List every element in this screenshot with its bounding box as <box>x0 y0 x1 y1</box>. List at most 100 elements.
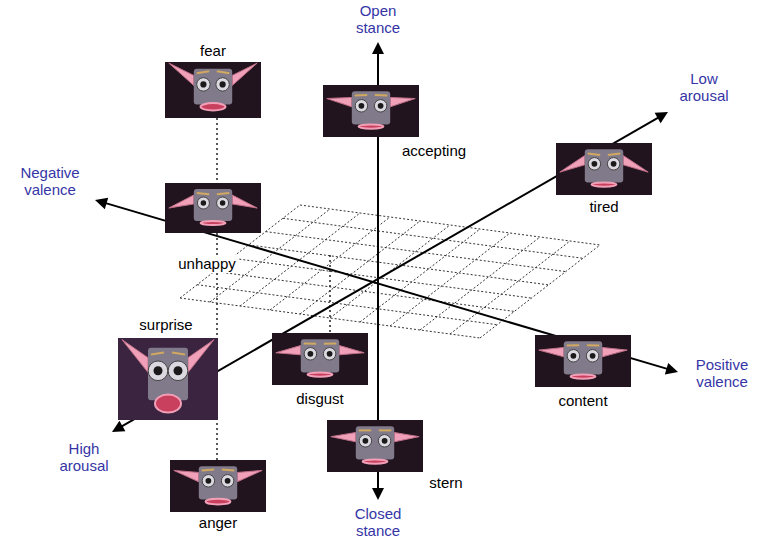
robot-lips <box>201 103 226 110</box>
robot-ear <box>276 345 301 354</box>
robot-pupil <box>327 351 333 357</box>
grid-line <box>266 232 566 272</box>
grid-line <box>450 241 570 334</box>
robot-eyebrow <box>588 153 600 155</box>
robot-lips <box>571 375 596 379</box>
face-ground <box>165 183 261 233</box>
grid-line <box>214 271 514 311</box>
face-ground <box>170 460 266 512</box>
robot-ear <box>188 340 214 373</box>
emotion-label: fear <box>198 42 228 60</box>
robot-eye <box>304 348 316 360</box>
robot-eyebrow <box>217 71 229 73</box>
robot-eyebrow <box>355 94 367 96</box>
robot-pupil <box>206 478 212 484</box>
robot-pupil <box>200 81 206 87</box>
arrowhead <box>95 198 108 210</box>
emotion-face: tired <box>556 143 652 195</box>
robot-eyebrow <box>172 352 185 354</box>
face-illustration <box>327 420 423 472</box>
emotion-face: anger <box>170 460 266 512</box>
emotion-face: surprise <box>118 338 218 420</box>
robot-head <box>585 149 623 182</box>
robot-lips <box>359 125 384 129</box>
robot-eye <box>168 361 188 381</box>
emotion-label: unhappy <box>176 255 238 273</box>
robot-pupil <box>571 353 577 359</box>
robot-pupil <box>220 81 226 87</box>
face-ground <box>323 85 419 137</box>
arrowhead <box>655 112 668 123</box>
face-illustration <box>272 333 368 385</box>
robot-pupil <box>611 161 617 167</box>
robot-pupil <box>201 200 207 206</box>
emotion-label: content <box>556 392 609 410</box>
axis-label: Low arousal <box>669 70 739 104</box>
robot-head <box>194 69 232 105</box>
grid-line <box>283 218 583 258</box>
robot-ear <box>339 345 364 354</box>
face-illustration <box>165 62 261 118</box>
robot-pupil <box>378 103 384 109</box>
robot-eyebrow <box>217 193 229 194</box>
axis-label: Negative valence <box>7 164 93 198</box>
robot-lips <box>201 221 226 225</box>
robot-ear <box>390 97 415 106</box>
emotion-face: accepting <box>323 85 419 137</box>
robot-eyebrow <box>324 342 336 344</box>
robot-pupil <box>592 161 598 167</box>
emotion-face: disgust <box>272 333 368 385</box>
robot-ear <box>169 195 194 208</box>
robot-lips <box>155 395 181 413</box>
arrowhead <box>112 421 125 432</box>
robot-head <box>356 426 394 459</box>
robot-head <box>301 339 339 372</box>
robot-lips <box>363 460 388 464</box>
emotion-label: stern <box>427 474 464 492</box>
robot-eyebrow <box>608 153 620 155</box>
face-ground <box>165 62 261 118</box>
robot-lips <box>308 373 333 377</box>
robot-eye <box>202 475 214 487</box>
robot-eye <box>588 158 600 170</box>
robot-pupil <box>173 366 182 375</box>
axis-label: Positive valence <box>684 356 760 390</box>
robot-head <box>564 341 602 374</box>
face-illustration <box>556 143 652 195</box>
axis-label: Open stance <box>343 2 413 36</box>
axis-label: High arousal <box>49 440 119 474</box>
robot-eyebrow <box>151 352 164 354</box>
face-ground <box>327 420 423 472</box>
dotted-drop-line <box>329 255 331 333</box>
face-illustration <box>323 85 419 137</box>
arrowhead <box>665 363 678 375</box>
robot-eyebrow <box>379 429 391 431</box>
robot-ear <box>232 63 257 85</box>
grid-line <box>300 205 600 245</box>
face-illustration <box>535 335 631 387</box>
face-illustration <box>118 338 218 420</box>
robot-eyebrow <box>359 429 371 431</box>
robot-pupil <box>590 353 596 359</box>
robot-eye <box>197 197 209 209</box>
robot-head <box>199 466 237 499</box>
robot-pupil <box>359 103 365 109</box>
arrowhead <box>372 42 384 54</box>
robot-ear <box>560 155 585 172</box>
robot-lips <box>592 183 617 187</box>
robot-eye <box>378 435 390 447</box>
robot-eye <box>216 78 229 91</box>
robot-eye <box>374 100 386 112</box>
face-ground <box>556 143 652 195</box>
emotion-label: accepting <box>400 142 468 160</box>
robot-ear <box>237 470 262 481</box>
emotion-face: unhappy <box>165 183 261 233</box>
grid-line <box>480 245 600 338</box>
robot-eye <box>323 348 335 360</box>
robot-ear <box>394 432 419 441</box>
robot-eyebrow <box>567 344 579 346</box>
robot-eyebrow <box>197 193 209 194</box>
robot-pupil <box>382 438 388 444</box>
emotion-label: anger <box>197 514 239 532</box>
emotion-face: content <box>535 335 631 387</box>
